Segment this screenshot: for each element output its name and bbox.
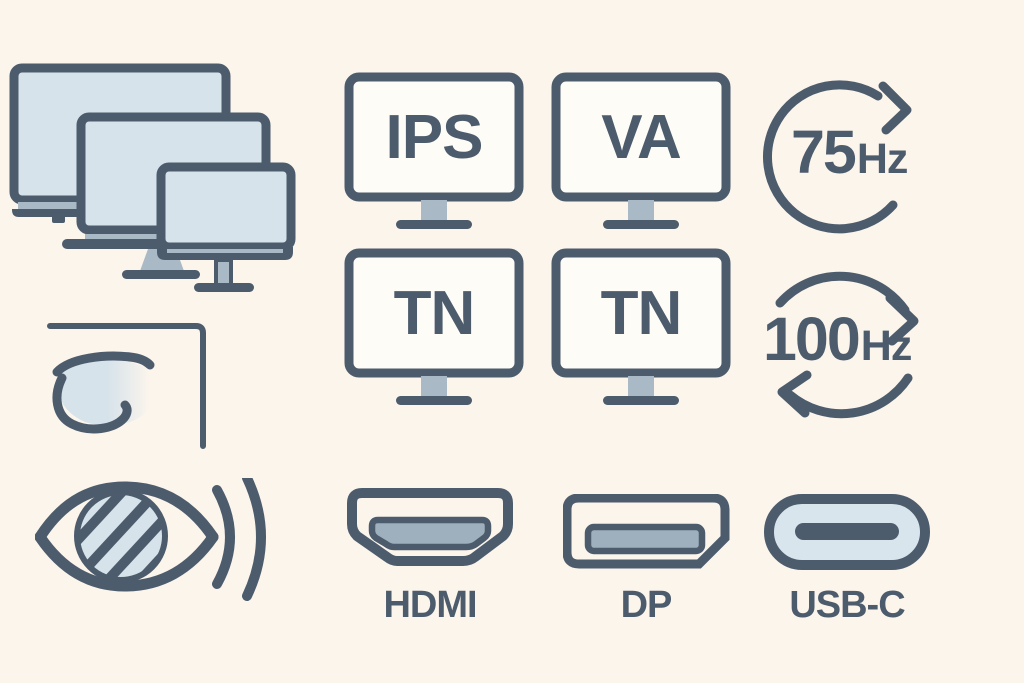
monitor-frame-icon bbox=[344, 248, 524, 405]
usb-c-port-icon bbox=[764, 494, 930, 570]
refresh-rate-75-text: 75 Hz bbox=[791, 118, 909, 186]
screen-corner-and-eye-icon bbox=[47, 323, 206, 449]
clockwise-circle-arrow-icon bbox=[762, 80, 912, 234]
panel-monitor-tn-2: TN bbox=[546, 244, 736, 414]
panel-monitor-va: VA bbox=[546, 68, 736, 238]
port-label-dp: DP bbox=[620, 584, 673, 626]
viewing-angle-group bbox=[40, 312, 220, 457]
monitor-frame-icon bbox=[344, 72, 524, 229]
usb-c-port bbox=[762, 492, 932, 572]
sync-arrows-icon bbox=[775, 271, 919, 419]
port-label-usbc: USB-C bbox=[789, 584, 905, 626]
displayport-port bbox=[563, 494, 733, 572]
port-label-hdmi: HDMI bbox=[383, 584, 477, 626]
refresh-rate-100-text: 100 Hz bbox=[763, 305, 913, 373]
panel-type-label: IPS bbox=[385, 102, 484, 172]
overlapping-monitors-icon bbox=[9, 63, 296, 292]
panel-monitor-tn-1: TN bbox=[339, 244, 529, 414]
refresh-rate-unit: Hz bbox=[860, 322, 913, 370]
striped-eye-with-waves-icon bbox=[35, 478, 266, 601]
panel-type-label: VA bbox=[601, 102, 682, 172]
hdmi-port-icon bbox=[347, 488, 513, 566]
refresh-rate-unit: Hz bbox=[856, 135, 909, 183]
refresh-rate-value: 100 bbox=[763, 305, 861, 373]
monitor-frame-icon bbox=[551, 72, 731, 229]
refresh-rate-100-group bbox=[765, 255, 935, 425]
displayport-port-icon bbox=[563, 494, 730, 569]
panel-type-label: TN bbox=[393, 278, 476, 348]
panel-type-label: TN bbox=[600, 278, 683, 348]
monitor-frame-icon bbox=[551, 248, 731, 405]
refresh-rate-75-group bbox=[755, 72, 925, 242]
eye-care-group bbox=[35, 478, 285, 603]
refresh-rate-value: 75 bbox=[791, 118, 857, 186]
panel-monitor-ips: IPS bbox=[339, 68, 529, 238]
hdmi-port bbox=[345, 488, 515, 574]
monitor-sizes-group bbox=[0, 55, 310, 300]
